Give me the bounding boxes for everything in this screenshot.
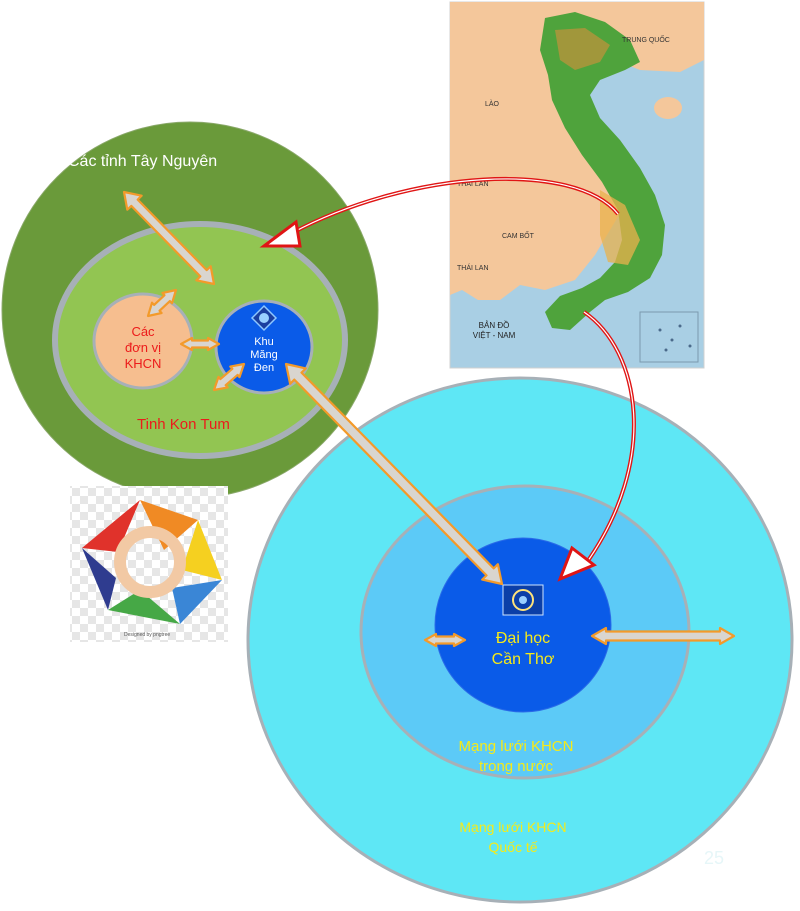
domestic-network-label-1: Mạng lưới KHCN bbox=[459, 738, 574, 755]
map-title-2: VIỆT - NAM bbox=[473, 331, 516, 340]
arrow-units-to-khu bbox=[179, 336, 221, 352]
khcn-units-label-2: đơn vị bbox=[125, 340, 161, 355]
vietnam-map: TRUNG QUỐC LÀO THÁI LAN THÁI LAN CAM BỐT… bbox=[449, 1, 705, 369]
arrow-dai-hoc-to-international bbox=[590, 626, 736, 646]
map-islands-inset bbox=[639, 311, 699, 363]
map-label-cambodia: CAM BỐT bbox=[502, 230, 535, 240]
arrow-tay-nguyen-to-khu bbox=[122, 190, 216, 286]
dai-hoc-label-2: Cần Thơ bbox=[492, 651, 555, 668]
map-label-laos: LÀO bbox=[485, 99, 500, 108]
red-curved-arrows bbox=[259, 176, 636, 582]
khu-label-2: Măng bbox=[250, 349, 278, 361]
map-hainan bbox=[654, 97, 682, 119]
tay-nguyen-label: Các tỉnh Tây Nguyên bbox=[68, 153, 217, 170]
arrow-dai-hoc-left bbox=[423, 632, 467, 648]
map-foreign-land bbox=[450, 2, 704, 300]
map-label-china: TRUNG QUỐC bbox=[622, 34, 670, 44]
map-highlands bbox=[600, 190, 640, 265]
arrow-khu-to-units-bottom bbox=[212, 362, 246, 392]
map-north-highlands bbox=[555, 28, 610, 70]
teamwork-hands-icon bbox=[82, 500, 222, 624]
arrow-units-to-khu-top bbox=[146, 288, 178, 318]
can-tho-university-logo-icon bbox=[502, 584, 544, 616]
map-label-thailand: THÁI LAN bbox=[457, 179, 489, 188]
khu-mang-den-logo-icon bbox=[250, 304, 278, 332]
map-label-thailand-2: THÁI LAN bbox=[457, 263, 489, 272]
khcn-units-label-3: KHCN bbox=[125, 356, 162, 371]
kon-tum-label: Tinh Kon Tum bbox=[137, 416, 230, 433]
red-arrow-head-kon-tum bbox=[259, 219, 302, 248]
international-network-label-1: Mạng lưới KHCN bbox=[459, 819, 566, 835]
red-arrow-head-can-tho bbox=[557, 545, 597, 582]
page-number: 25 bbox=[704, 848, 724, 868]
clipart-caption: Designed by pngtree bbox=[124, 632, 170, 638]
teamwork-clipart: Designed by pngtree bbox=[70, 486, 228, 642]
can-tho-university-circle bbox=[434, 537, 612, 713]
red-arrow-map-to-can-tho-inner bbox=[583, 311, 635, 566]
dai-hoc-label-1: Đại học bbox=[496, 630, 550, 647]
domestic-network-label-2: trong nước bbox=[479, 758, 554, 775]
international-network-label-2: Quốc tế bbox=[488, 839, 537, 855]
map-title-1: BẢN ĐỒ bbox=[479, 320, 510, 330]
arrow-khu-to-dai-hoc bbox=[284, 362, 504, 586]
red-arrow-map-to-kon-tum-inner bbox=[291, 178, 619, 234]
connection-arrows bbox=[122, 190, 736, 648]
khu-label-3: Đen bbox=[254, 362, 274, 374]
khcn-units-label-1: Các bbox=[131, 324, 155, 339]
khu-label-1: Khu bbox=[254, 336, 274, 348]
